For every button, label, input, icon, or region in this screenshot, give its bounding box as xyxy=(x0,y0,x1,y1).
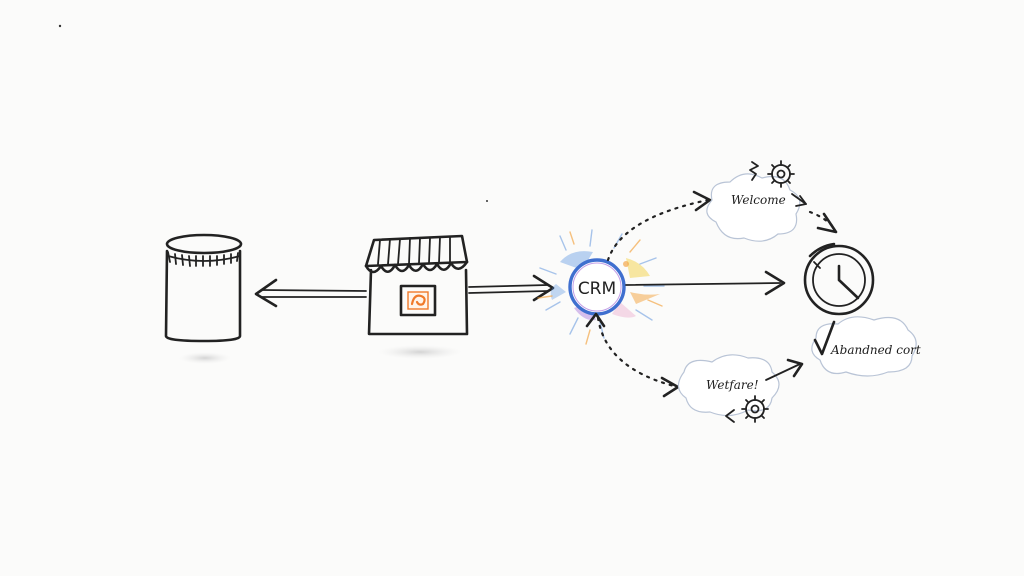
checkmark-icon xyxy=(813,320,836,356)
dotted-arrow-crm-to-welfare xyxy=(585,312,680,398)
welfare-label: Wetfare! xyxy=(706,378,759,392)
storefront-icon xyxy=(364,234,469,359)
ink-speck xyxy=(486,200,488,202)
welcome-label: Welcome xyxy=(731,193,786,207)
crm-label: CRM xyxy=(578,279,616,299)
abandoned-cart-cloud: Abandned cort xyxy=(811,316,921,377)
welcome-cloud: Welcome xyxy=(706,173,801,242)
ink-speck xyxy=(58,24,62,28)
arrow-store-to-crm xyxy=(468,274,555,302)
small-left-arrow-icon xyxy=(725,409,735,423)
abandoned-cart-label: Abandned cort xyxy=(830,343,921,357)
database-cylinder-icon xyxy=(164,233,243,364)
gear-icon xyxy=(741,395,769,423)
gear-icon xyxy=(767,160,795,188)
crm-hub: CRM xyxy=(537,229,665,345)
dotted-arrow-crm-to-welcome xyxy=(606,190,712,262)
arrow-welcome-to-timer xyxy=(791,193,838,234)
zigzag-mark xyxy=(749,161,759,181)
store-logo-icon xyxy=(410,294,426,306)
clock-icon xyxy=(803,242,875,316)
arrow-welfare-to-abandoned xyxy=(765,358,804,381)
arrow-store-to-database xyxy=(254,278,367,308)
arrow-crm-to-timer xyxy=(625,270,786,296)
